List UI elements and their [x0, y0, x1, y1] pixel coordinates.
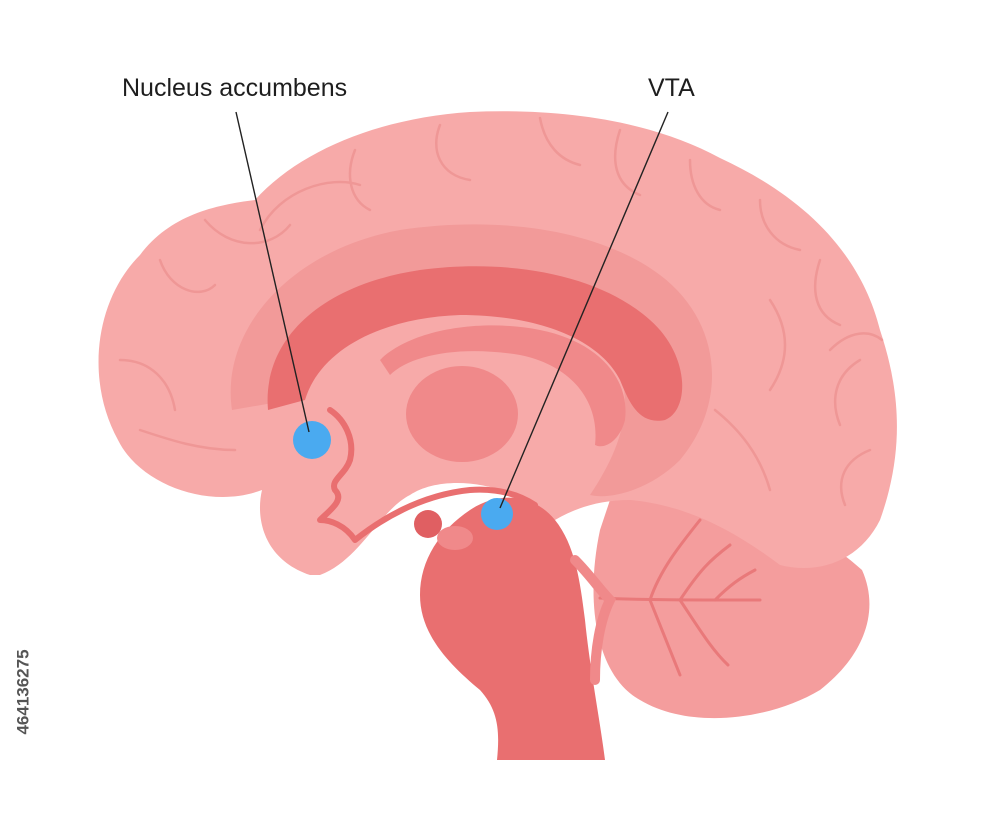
hypothalamus-outline	[317, 407, 538, 543]
mammillary-body	[437, 526, 473, 550]
brainstem	[420, 497, 605, 760]
gyri-lines	[118, 116, 884, 507]
cerebellar-peduncle	[570, 555, 617, 685]
vta-leader	[499, 111, 669, 509]
vta-label: VTA	[648, 74, 695, 102]
stock-id-watermark: 464136275	[14, 592, 34, 792]
vta-marker	[481, 498, 513, 530]
pituitary-gland	[414, 510, 442, 538]
nucleus-accumbens-label: Nucleus accumbens	[122, 74, 348, 102]
nucleus-accumbens-leader	[235, 111, 310, 433]
stock-id-text: 464136275	[14, 649, 33, 735]
nucleus-accumbens-marker	[293, 421, 331, 459]
cerebellum-arbor	[598, 518, 762, 677]
thalamus	[406, 366, 518, 462]
corpus-callosum	[267, 266, 683, 421]
